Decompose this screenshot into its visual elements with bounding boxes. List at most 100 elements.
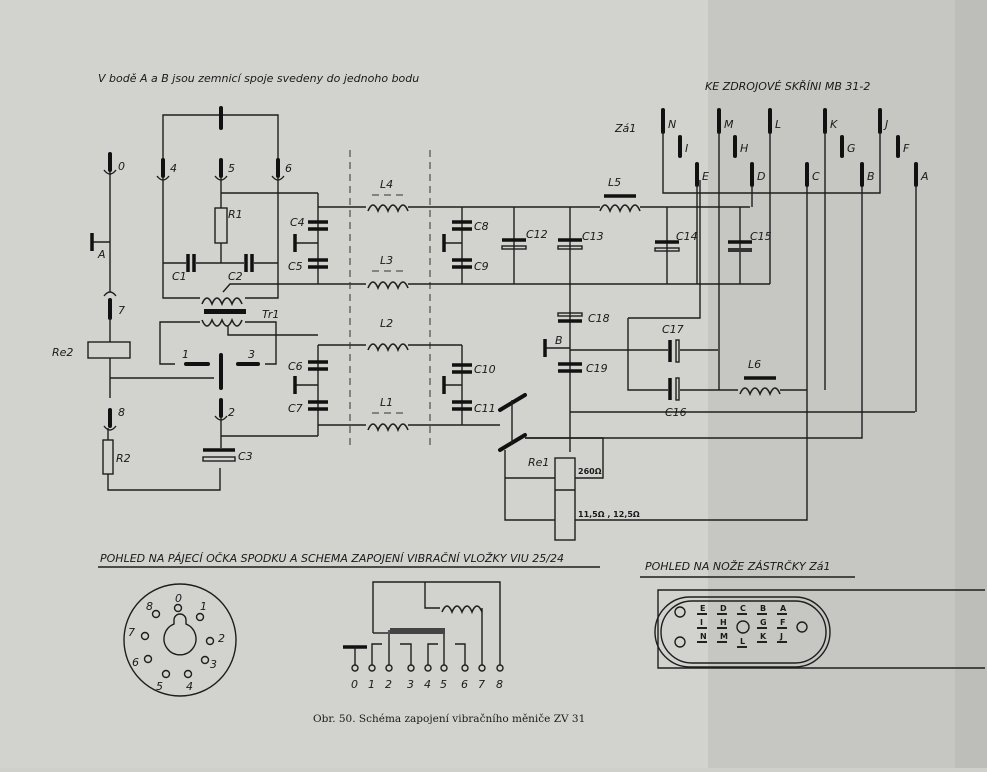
connector-pin-label: M xyxy=(724,118,734,131)
component-label: C19 xyxy=(586,362,608,375)
component-label: C10 xyxy=(474,363,496,376)
component-label: C15 xyxy=(750,230,772,243)
vibrator-pin-label: 1 xyxy=(368,678,375,691)
component-label: C3 xyxy=(238,450,253,463)
plug-pin: I xyxy=(700,618,703,627)
plug-pin: B xyxy=(760,604,766,613)
plug-pin: N xyxy=(700,632,707,641)
component-label: R2 xyxy=(116,452,131,465)
component-label: C1 xyxy=(172,270,187,283)
component-label: Re2 xyxy=(52,346,73,359)
plug-pin: E xyxy=(700,604,705,613)
pin-label: 7 xyxy=(118,304,125,317)
pin-label: 6 xyxy=(285,162,292,175)
plug-pin: D xyxy=(720,604,727,613)
pin-label: 8 xyxy=(118,406,125,419)
relay-re2-coil xyxy=(87,341,131,359)
socket-pin-label: 4 xyxy=(186,680,193,693)
component-label: C9 xyxy=(474,260,489,273)
plug-section-title: POHLED NA NOŽE ZÁSTRČKY Zá1 xyxy=(645,560,831,573)
component-label: C6 xyxy=(288,360,303,373)
connector-pin-label: C xyxy=(812,170,820,183)
pin-label: 5 xyxy=(228,162,235,175)
left-branch xyxy=(87,152,221,491)
component-label: C7 xyxy=(288,402,303,415)
plug-pin: H xyxy=(720,618,727,627)
component-label: C18 xyxy=(588,312,610,325)
ground-point-b: B xyxy=(555,334,563,347)
connector-label: Zá1 xyxy=(614,122,636,135)
socket-pin-label: 6 xyxy=(132,656,139,669)
socket-pin-label: 8 xyxy=(146,600,153,613)
plug-pin: C xyxy=(740,604,746,613)
vibrator-pin-label: 4 xyxy=(424,678,431,691)
component-label: C13 xyxy=(582,230,604,243)
ground-note: V bodě A a B jsou zemnicí spoje svedeny … xyxy=(98,72,419,85)
plug-pin: M xyxy=(720,632,728,641)
component-label: C17 xyxy=(662,323,684,336)
plug-pin: F xyxy=(780,618,785,627)
socket-pin-label: 1 xyxy=(200,600,207,613)
connector-pin-label: N xyxy=(668,118,676,131)
connector-pin-label: K xyxy=(830,118,838,131)
component-label: C16 xyxy=(665,406,687,419)
connector-pin-label: H xyxy=(740,142,748,155)
component-label: C4 xyxy=(290,216,305,229)
component-label: L1 xyxy=(380,396,393,409)
relay-re1 xyxy=(498,175,863,541)
connector-pin-label: J xyxy=(883,118,888,131)
connector-pin-label: E xyxy=(702,170,709,183)
vibrator-section xyxy=(155,106,318,462)
socket-pin-label: 7 xyxy=(128,626,135,639)
connector-pin-label: F xyxy=(903,142,910,155)
figure-caption: Obr. 50. Schéma zapojení vibračního měni… xyxy=(313,712,585,725)
ground-point-a: A xyxy=(97,248,106,261)
component-label: R1 xyxy=(228,208,243,221)
pin-label: 0 xyxy=(118,160,125,173)
plug-pin: G xyxy=(760,618,767,627)
vibrator-pin-label: 7 xyxy=(478,678,485,691)
component-label: L3 xyxy=(380,254,393,267)
plug-pin: L xyxy=(740,637,745,646)
input-filter xyxy=(293,150,431,450)
inductors xyxy=(367,194,700,431)
connector-pin-label: G xyxy=(847,142,856,155)
socket-pin-label: 5 xyxy=(156,680,163,693)
pin-label: 4 xyxy=(170,162,177,175)
component-label: L2 xyxy=(380,317,393,330)
component-label: L5 xyxy=(608,176,621,189)
vibrator-pin-label: 6 xyxy=(461,678,468,691)
socket-view xyxy=(123,583,237,697)
plug-view xyxy=(654,589,985,669)
socket-pin-label: 3 xyxy=(210,658,217,671)
pin-label: 1 xyxy=(182,348,189,361)
connector-pin-label: D xyxy=(757,170,765,183)
relay-resistance: 11,5Ω , 12,5Ω xyxy=(578,510,640,519)
relay-resistance: 260Ω xyxy=(578,467,602,476)
supply-connector xyxy=(661,108,918,412)
vibrator-pin-label: 8 xyxy=(496,678,503,691)
plug-pin: K xyxy=(760,632,767,641)
component-label: Re1 xyxy=(528,456,549,469)
component-label: L4 xyxy=(380,178,393,191)
component-label: C11 xyxy=(474,402,496,415)
component-label: C2 xyxy=(228,270,243,283)
component-label: C5 xyxy=(288,260,303,273)
vibrator-insert-schematic xyxy=(343,581,504,672)
plug-pin: J xyxy=(779,632,783,641)
pin-label: 3 xyxy=(248,348,255,361)
component-label: C12 xyxy=(526,228,548,241)
supply-title: KE ZDROJOVÉ SKŘÍNI MB 31-2 xyxy=(705,80,870,93)
output-filter xyxy=(442,194,915,452)
connector-pin-label: I xyxy=(685,142,688,155)
plug-pin-grid: E D C B A I H G F N M L K J xyxy=(697,604,787,648)
auxiliary-filter xyxy=(570,180,807,401)
vibrator-pin-label: 0 xyxy=(351,678,358,691)
connector-pin-label: A xyxy=(920,170,929,183)
socket-pin-label: 2 xyxy=(218,632,225,645)
component-label: L6 xyxy=(748,358,761,371)
vibrator-pin-label: 5 xyxy=(440,678,447,691)
component-label: C14 xyxy=(676,230,698,243)
connector-pin-label: B xyxy=(867,170,875,183)
